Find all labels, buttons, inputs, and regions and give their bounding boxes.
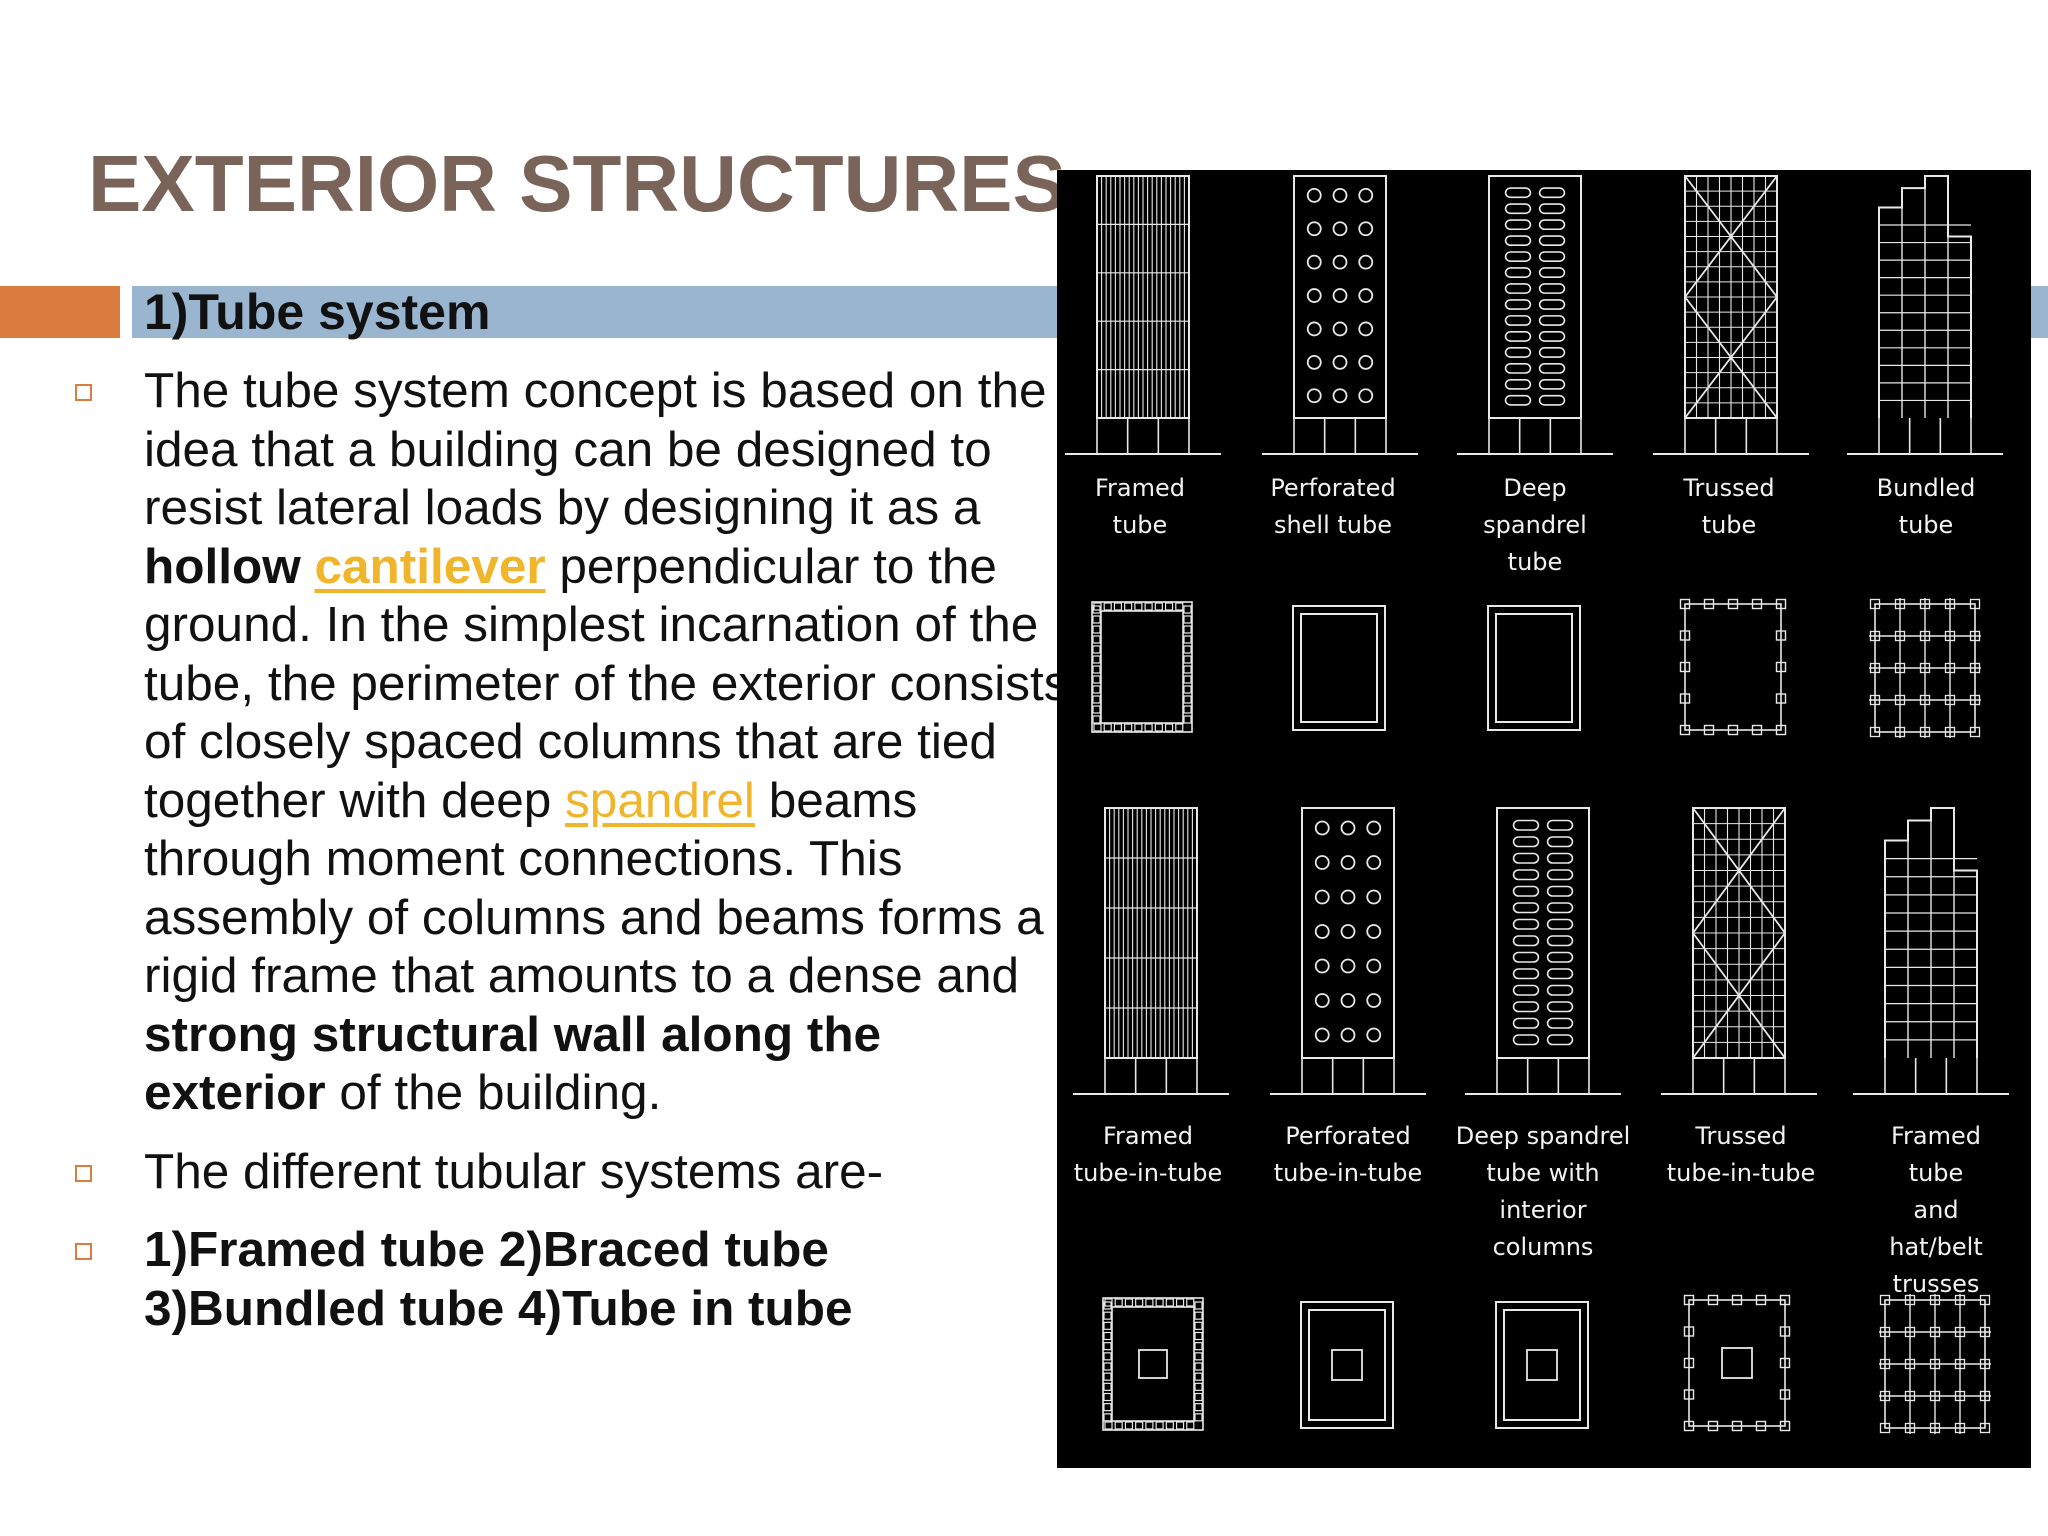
square-bullet-icon: [75, 1243, 92, 1260]
paragraph-text: of the building.: [325, 1065, 662, 1120]
bullet-item: 1)Framed tube 2)Braced tube 3)Bundled tu…: [72, 1221, 1072, 1338]
framed-tube-plan: [1091, 601, 1193, 733]
framed-tube-in-tube-elevation: [1073, 807, 1229, 1095]
diagram-label: Framed tube: [1094, 474, 1186, 539]
trussed-tube-plan: [1679, 598, 1787, 736]
perforated-tube-elevation: [1262, 175, 1418, 455]
diagram-label: Framed tube-in-tube: [1073, 1122, 1223, 1187]
perforated-tube-plan: [1292, 605, 1386, 731]
bullet-text: 1)Framed tube 2)Braced tube: [144, 1222, 829, 1277]
trussed-tube-in-tube-elevation: [1661, 807, 1817, 1095]
hat-belt-trusses-plan: [1879, 1294, 1991, 1434]
bold-text: strong structural wall along the exterio…: [144, 1006, 882, 1121]
deep-spandrel-plan: [1487, 605, 1581, 731]
diagram-label: Bundled tube: [1876, 474, 1976, 539]
bundled-tube-elevation: [1847, 175, 2003, 455]
paragraph-text: The tube system concept is based on the …: [144, 363, 1047, 535]
square-bullet-icon: [75, 1164, 92, 1182]
diagram-label: Trussed tube: [1683, 474, 1775, 539]
bullet-list: The tube system concept is based on the …: [72, 362, 1072, 1338]
bullet-item: The tube system concept is based on the …: [72, 362, 1072, 1123]
square-bullet-icon: [75, 384, 92, 401]
hat-belt-trusses-elevation: [1853, 807, 2009, 1095]
diagram-label: Deep spandrel tube with interior columns: [1455, 1122, 1631, 1261]
cantilever-link[interactable]: cantilever: [314, 538, 546, 594]
framed-tube-elevation: [1065, 175, 1221, 455]
accent-bar: [0, 286, 120, 338]
diagram-label: Framed tube and hat/belt trusses: [1889, 1122, 1983, 1298]
trussed-tube-in-tube-plan: [1683, 1294, 1791, 1432]
tube-systems-drawing: [1065, 175, 2009, 1434]
diagram-label: Perforated tube-in-tube: [1273, 1122, 1423, 1187]
paragraph-text: beams through moment connections. This a…: [144, 772, 1044, 1004]
diagram-label: Trussed tube-in-tube: [1666, 1122, 1816, 1187]
bullet-text: 3)Bundled tube 4)Tube in tube: [144, 1280, 853, 1336]
bundled-tube-plan: [1869, 598, 1981, 738]
trussed-tube-elevation: [1653, 175, 1809, 455]
slide-title: EXTERIOR STRUCTURES: [88, 139, 1066, 228]
perforated-tube-in-tube-elevation: [1270, 807, 1426, 1095]
bullet-item: The different tubular systems are-: [72, 1143, 1072, 1202]
spandrel-link[interactable]: spandrel: [565, 772, 755, 828]
bold-text: hollow: [144, 538, 301, 594]
deep-spandrel-interior-plan: [1495, 1301, 1589, 1429]
deep-spandrel-interior-elevation: [1465, 807, 1621, 1095]
diagram-label: Perforated shell tube: [1270, 474, 1396, 539]
section-heading: 1)Tube system: [144, 284, 491, 340]
diagram-label: Deep spandrel tube: [1483, 474, 1587, 576]
paragraph-text: perpendicular to the ground. In the simp…: [144, 538, 1069, 828]
bullet-text: The different tubular systems are-: [144, 1143, 884, 1199]
deep-spandrel-elevation: [1457, 175, 1613, 455]
perforated-tube-in-tube-plan: [1300, 1301, 1394, 1429]
framed-tube-in-tube-plan: [1102, 1297, 1204, 1431]
